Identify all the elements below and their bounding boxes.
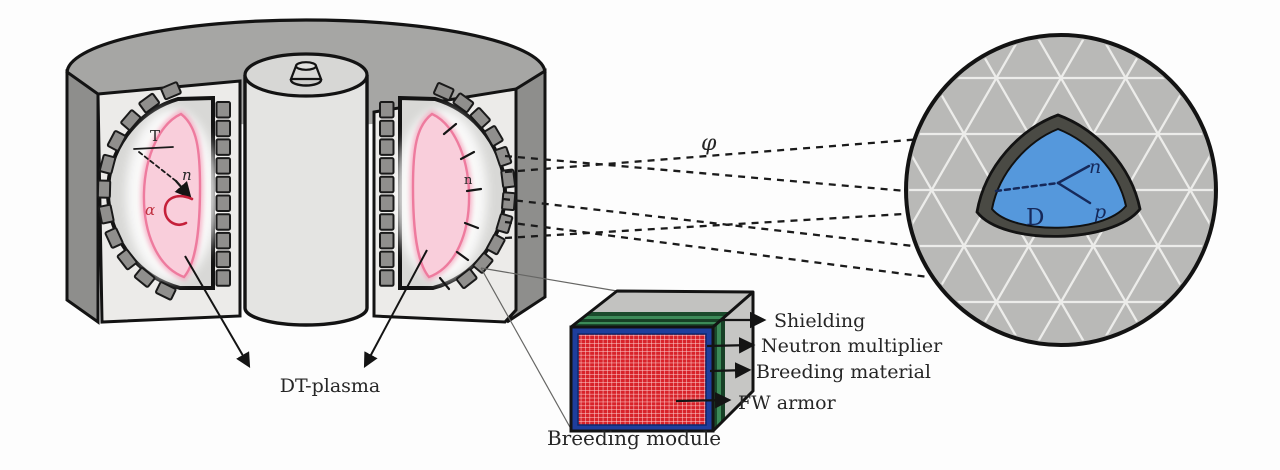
proton-label-detail: p [1094,201,1106,223]
fw-armor-label: FW armor [738,392,837,414]
alpha-particle-spiral [163,194,194,226]
shielding-label: Shielding [774,310,865,332]
alpha-label: α [145,201,155,219]
left-plasma [142,112,202,279]
solenoid-knob [289,61,323,87]
outer-wall-left [65,69,100,325]
neutron-label-right: n [464,173,473,188]
inboard-blanket-column-right [379,101,395,287]
phi-flux-label: φ [701,131,717,156]
neutron-label-detail: n [1089,156,1101,178]
breeding-material-label: Breeding material [756,361,931,383]
central-solenoid [243,52,369,327]
right-plasma [411,112,471,279]
fw-armor-mesh [577,333,707,426]
breeder-detail-circle: D n p [904,33,1218,347]
tritium-label: T [150,127,160,145]
dt-plasma-pointers [184,249,428,368]
neutron-emission-ticks [438,122,483,291]
neutron-label-left: n [182,166,192,184]
dnp-reaction-lines [994,164,1092,205]
layer-arrows [675,311,767,409]
inboard-blanket-column-left [215,101,231,287]
breeding-module-cube: Shielding Neutron multiplier Breeding ma… [547,289,943,450]
breeding-blanket-arc-right [433,82,517,290]
dt-reaction-annotation [133,146,194,226]
breeding-blanket-arc-left [96,81,182,301]
breeding-module-caption: Breeding module [547,426,721,450]
neutron-multiplier-label: Neutron multiplier [761,335,943,357]
tokamak-cutaway: T n α n [65,18,547,327]
deuterium-label: D [1026,205,1044,231]
breeder-cell-core [990,127,1128,229]
module-zoom-lines [480,267,618,430]
dt-plasma-label: DT-plasma [280,375,381,397]
left-bore [105,95,218,290]
neutron-flux-lines [502,137,929,279]
